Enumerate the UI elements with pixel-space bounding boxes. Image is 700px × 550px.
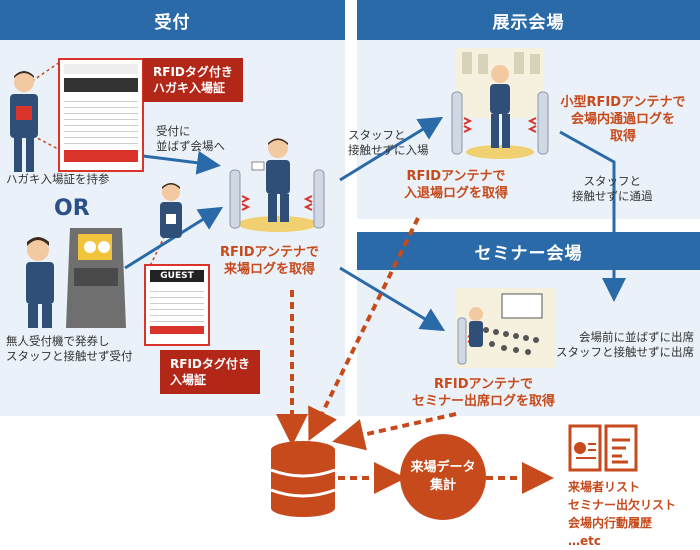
kiosk-illustration xyxy=(26,228,126,328)
hagaki-rfid-label: RFIDタグ付き ハガキ入場証 xyxy=(153,65,233,95)
seminar-line-text: 会場前に並ばずに出席 スタッフと接触せずに出席 xyxy=(556,330,694,359)
arrow-kiosk-to-gate xyxy=(124,206,224,270)
reception-antenna-text: RFIDアンテナで 来場ログを取得 xyxy=(220,245,319,277)
seminar-log-text: RFIDアンテナで セミナー出席ログを取得 xyxy=(412,377,556,409)
exhibition-gate-illustration xyxy=(451,48,549,159)
card-caption: ハガキ入場証を持参 xyxy=(6,172,110,186)
output-item: 来場者リスト xyxy=(568,480,641,494)
dash-seminar-to-db xyxy=(332,412,457,451)
seminar-header: セミナー会場 xyxy=(357,232,700,270)
output-list: 来場者リスト セミナー出欠リスト 会場内行動履歴 …etc xyxy=(568,478,676,550)
hagaki-rfid-box: RFIDタグ付き ハガキ入場証 xyxy=(143,58,243,102)
aggregate-circle: 来場データ 集計 xyxy=(400,434,486,520)
staff-pass-text: スタッフと 接触せずに通過 xyxy=(572,174,653,203)
or-label: OR xyxy=(54,196,90,221)
guest-ticket-header: GUEST xyxy=(150,270,204,282)
seminar-room-illustration xyxy=(456,288,556,368)
reception-header: 受付 xyxy=(0,0,345,40)
dash-exhibition-to-db xyxy=(308,217,420,442)
arrow-exhibition-to-seminar xyxy=(559,130,626,302)
ticket-rfid-box: RFIDタグ付き 入場証 xyxy=(160,350,260,394)
database-icon xyxy=(270,441,336,517)
staff-entry-text: スタッフと 接触せずに入場 xyxy=(348,128,429,157)
output-item: 会場内行動履歴 xyxy=(568,516,653,530)
reception-gate-illustration xyxy=(229,138,325,232)
person-with-card-illustration xyxy=(10,71,38,172)
person-with-badge-illustration xyxy=(160,183,182,238)
hagaki-card-illustration xyxy=(58,58,144,172)
small-antenna-text: 小型RFIDアンテナで 会場内通過ログを 取得 xyxy=(560,95,686,144)
entry-log-text: RFIDアンテナで 入退場ログを取得 xyxy=(404,169,509,201)
arrow-gate-to-seminar xyxy=(339,266,446,332)
ticket-rfid-label: RFIDタグ付き 入場証 xyxy=(170,357,250,387)
guest-ticket-illustration: GUEST xyxy=(144,264,210,346)
arrow-gate-to-exhibition xyxy=(339,116,444,182)
kiosk-caption: 無人受付機で発券し スタッフと接触せず受付 xyxy=(6,334,133,363)
aggregate-label: 来場データ 集計 xyxy=(410,460,476,493)
output-item: …etc xyxy=(568,534,601,548)
output-item: セミナー出欠リスト xyxy=(568,498,677,512)
queue-free-text: 受付に 並ばず会場へ xyxy=(156,124,225,153)
exhibition-header: 展示会場 xyxy=(357,0,700,40)
report-document-icon xyxy=(568,424,638,472)
